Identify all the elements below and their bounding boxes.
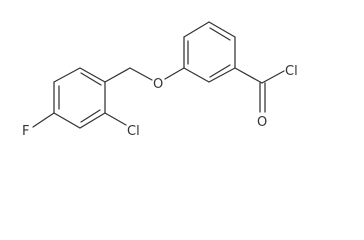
right-benzene-ring [183, 21, 236, 83]
bond-ch2-o [129, 67, 153, 81]
double-bond-inner [80, 109, 101, 123]
double-bond-inner [80, 72, 102, 86]
bond-ring-carbonyl [234, 67, 263, 84]
bond [53, 67, 81, 83]
bond [208, 67, 236, 83]
bond-o-ring [164, 67, 185, 80]
left-benzene-ring [53, 67, 106, 129]
bond [79, 112, 106, 129]
atom-label-f: F [22, 124, 29, 139]
bond-c-f [32, 112, 55, 128]
double-bond-inner [209, 27, 231, 41]
atom-label-o-carbonyl: O [257, 115, 267, 130]
atom-label-cl-acyl: Cl [285, 64, 298, 79]
bond [79, 67, 106, 83]
chemical-structure-diagram: F Cl O Cl O [22, 21, 298, 139]
bond [183, 21, 210, 38]
atom-label-o-ether: O [153, 77, 163, 92]
double-bond-inner [209, 64, 231, 78]
bond [53, 112, 81, 129]
bond [208, 21, 236, 38]
bond-ring-ch2 [104, 67, 131, 83]
atom-label-cl-ring: Cl [127, 124, 140, 139]
bond-carbonyl-cl [261, 70, 285, 84]
bond-c-cl [104, 112, 127, 126]
bond [183, 67, 210, 83]
